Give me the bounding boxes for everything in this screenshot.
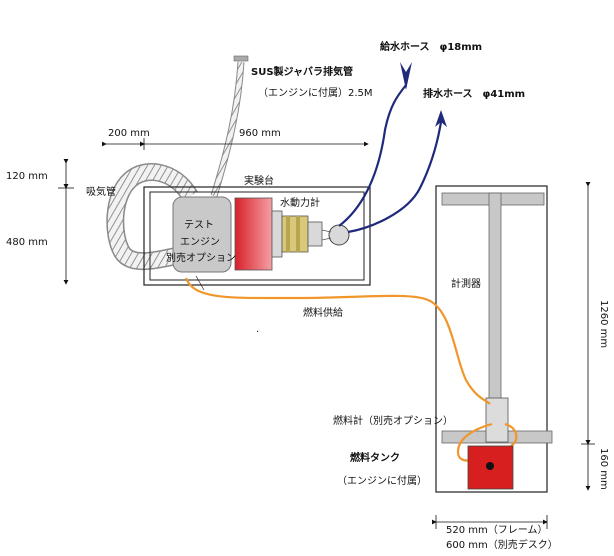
test-bench-outer	[143, 186, 371, 286]
dim-520-label: 520 mm（フレーム）	[446, 524, 547, 536]
fuel-tank-cap	[486, 462, 494, 470]
intake-pipe-label: 吸気管	[86, 185, 116, 198]
dim-480-label: 480 mm	[6, 237, 48, 248]
fuel-meter	[485, 397, 509, 443]
dim-160-label: 160 mm	[598, 448, 609, 490]
exhaust-pipe-note: （エンジンに付属）2.5M	[258, 86, 373, 99]
dimension-lines	[58, 138, 595, 529]
stray-dot: .	[256, 324, 259, 335]
fuel-leader	[195, 275, 205, 291]
fuel-tank-label: 燃料タンク	[350, 451, 400, 464]
test-bench-label: 実験台	[244, 174, 274, 187]
engine-label-line1: テスト	[184, 220, 214, 231]
water-dynamometer	[234, 197, 273, 271]
test-engine	[172, 196, 232, 273]
instrument-frame	[435, 185, 548, 493]
dim-120-label: 120 mm	[6, 171, 48, 182]
dim-600-label: 600 mm（別売デスク）	[446, 538, 558, 551]
intake-pipe	[106, 163, 198, 271]
dim-1260-label: 1260 mm	[598, 300, 609, 348]
exhaust-pipe-cap	[233, 55, 249, 62]
dim-200-label: 200 mm	[108, 128, 150, 139]
drain-hose-arrow	[435, 110, 447, 127]
load-cell	[328, 224, 350, 246]
exhaust-pipe-label: SUS製ジャバラ排気管	[251, 65, 353, 78]
engine-label-line3: 別売オプション	[166, 251, 236, 264]
drain-hose-label: 排水ホース φ41mm	[423, 87, 525, 100]
water-supply-arrow	[400, 62, 412, 90]
dim-960-label: 960 mm	[239, 128, 281, 139]
dyno-flange	[271, 210, 283, 258]
fuel-meter-label: 燃料計（別売オプション）	[333, 414, 453, 427]
water-dyno-label: 水動力計	[280, 196, 320, 209]
test-bench-inner	[149, 191, 365, 281]
instrument-label: 計測器	[451, 277, 481, 290]
drain-hose	[347, 121, 443, 234]
engine-label-line2: エンジン	[180, 237, 220, 248]
coupling	[281, 215, 323, 253]
fuel-tank-note: （エンジンに付属）	[337, 474, 427, 487]
fuel-supply-line	[184, 277, 491, 405]
exhaust-pipe	[210, 55, 249, 198]
water-supply-label: 給水ホース φ18mm	[380, 40, 482, 53]
fuel-supply-label: 燃料供給	[303, 306, 343, 319]
water-supply-hose	[338, 84, 407, 227]
